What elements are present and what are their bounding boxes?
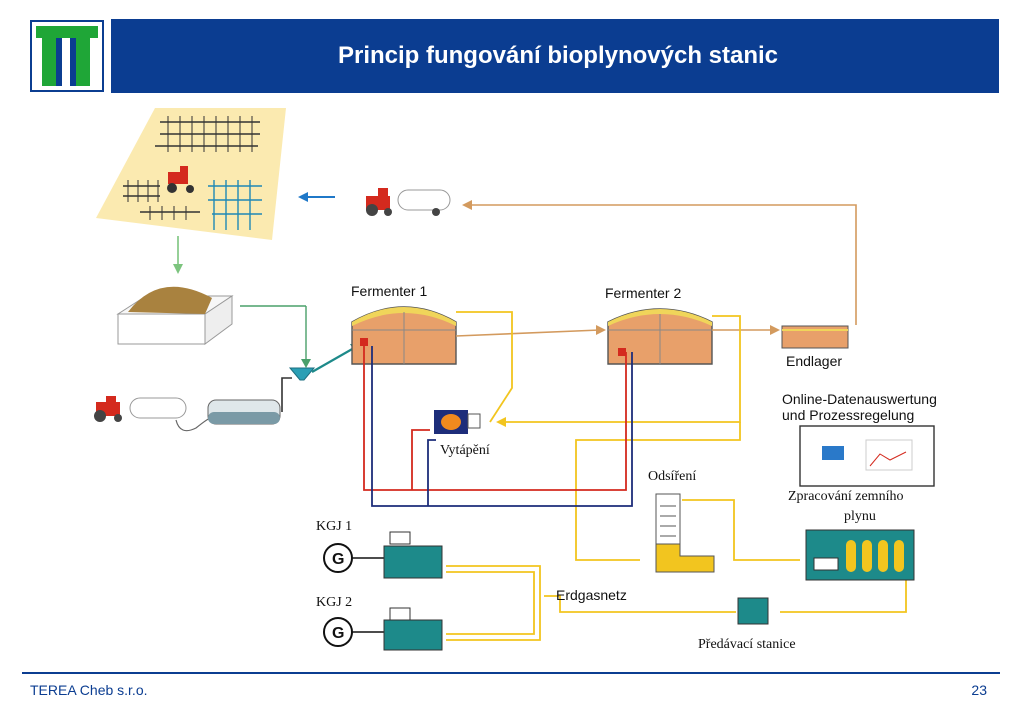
label-kgj-1: KGJ 1 — [316, 519, 352, 534]
label-zpracovani-line2: plynu — [844, 509, 876, 524]
field-illustration — [96, 108, 286, 240]
feeder-funnel — [240, 305, 360, 412]
label-online-line2: und Prozessregelung — [782, 407, 914, 423]
label-fermenter-1: Fermenter 1 — [351, 283, 427, 299]
label-fermenter-2: Fermenter 2 — [605, 285, 681, 301]
chp-unit-1 — [323, 531, 443, 579]
page-title: Princip fungování bioplynových stanic — [337, 42, 779, 69]
digestate-return-line — [462, 200, 857, 325]
label-endlager: Endlager — [786, 353, 842, 369]
desulphurisation-unit — [655, 493, 715, 573]
generator-symbol-1: G — [332, 551, 344, 568]
heating-pipes — [363, 346, 633, 507]
green-feed-line — [173, 236, 183, 274]
gas-processing-unit — [805, 529, 915, 581]
title-bar: Princip fungování bioplynových stanic — [111, 19, 999, 93]
footer-company: TEREA Cheb s.r.o. — [30, 682, 148, 698]
page-number: 23 — [971, 682, 987, 698]
tractor-tank-top — [366, 188, 451, 216]
chp-unit-2 — [323, 607, 443, 651]
heater-unit — [434, 410, 481, 434]
label-predavaci-stanice: Předávací stanice — [698, 637, 796, 652]
company-logo — [30, 20, 104, 92]
fermenter-2 — [607, 308, 713, 365]
return-arrow — [298, 192, 335, 202]
fermenter-1 — [351, 306, 457, 365]
footer-divider — [22, 672, 1000, 674]
tractor-tank-left — [94, 396, 281, 432]
digestate-flow — [455, 325, 780, 337]
label-vytapeni: Vytápění — [440, 443, 490, 458]
silage-storage — [116, 286, 234, 345]
label-online-line1: Online-Datenauswertung — [782, 391, 937, 407]
gas-pipes — [446, 311, 907, 641]
endlager-tank — [781, 325, 849, 349]
label-odsireni: Odsíření — [648, 469, 696, 484]
label-kgj-2: KGJ 2 — [316, 595, 352, 610]
label-zpracovani-line1: Zpracování zemního — [788, 489, 903, 504]
online-monitoring-screen — [799, 425, 935, 487]
label-erdgasnetz: Erdgasnetz — [556, 587, 627, 603]
transfer-station — [737, 597, 769, 625]
generator-symbol-2: G — [332, 625, 344, 642]
